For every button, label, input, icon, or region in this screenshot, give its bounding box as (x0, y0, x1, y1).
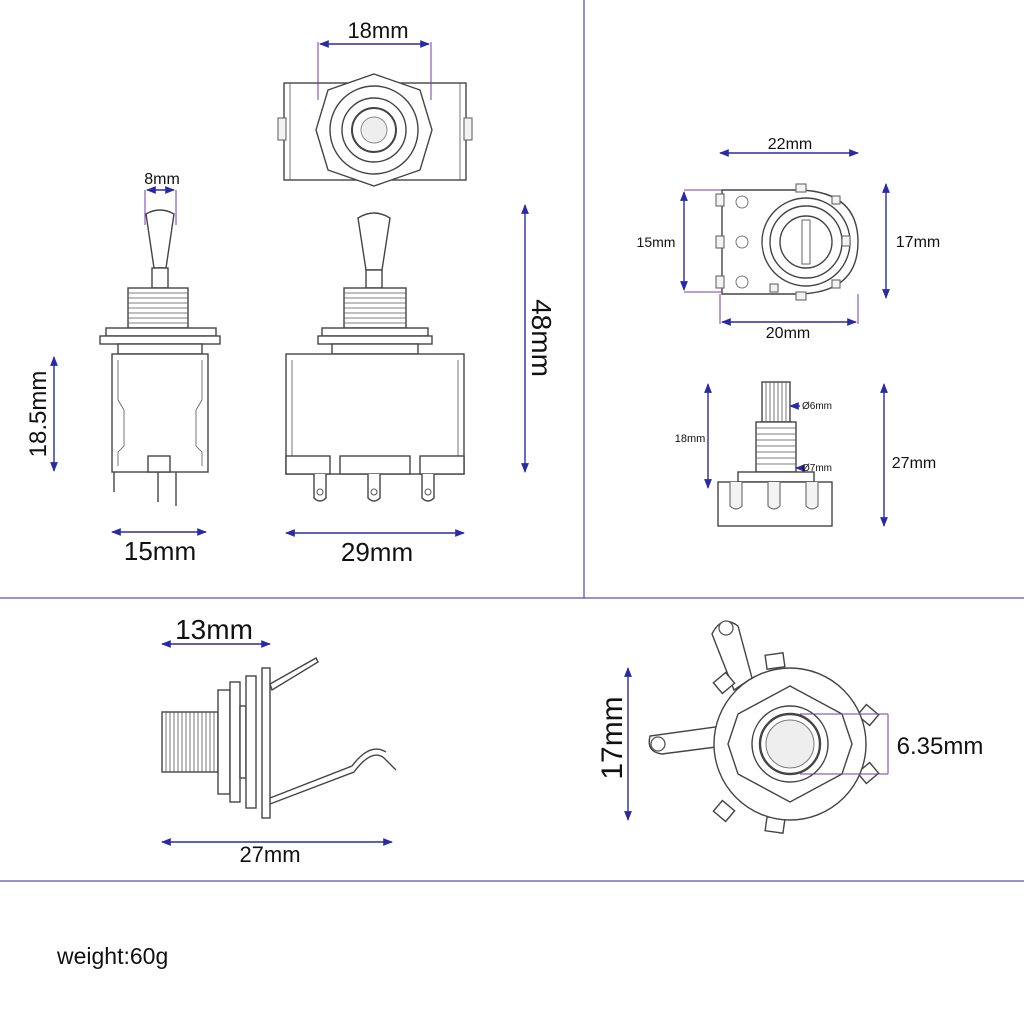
pot-shaft-diameter-label: Ø6mm (802, 401, 832, 412)
toggle-lever-width-label: 8mm (144, 171, 180, 188)
pot-top-view (680, 149, 890, 326)
toggle-front-width-label: 29mm (341, 537, 413, 567)
pot-top-width-label: 22mm (768, 136, 812, 153)
jack-thread-length-label: 13mm (175, 614, 253, 645)
toggle-total-height-label: 48mm (526, 299, 557, 377)
weight-label: weight:60g (56, 943, 168, 969)
pot-shaft-height-label: 18mm (675, 433, 706, 445)
jack-total-length-label: 27mm (239, 842, 300, 867)
pot-side-view (704, 381, 888, 527)
pot-total-height-label: 27mm (892, 455, 936, 472)
toggle-top-view (277, 40, 473, 187)
toggle-side-width-label: 15mm (124, 536, 196, 566)
toggle-side-view (50, 186, 221, 536)
toggle-front-view (285, 204, 529, 537)
toggle-top-width-label: 18mm (347, 18, 408, 43)
jack-front-view (624, 620, 889, 834)
pot-thread-diameter-label: Ø7mm (802, 463, 832, 474)
pot-height-right-label: 17mm (896, 234, 940, 251)
pot-bottom-width-label: 20mm (766, 325, 810, 342)
jack-side-view (161, 640, 397, 846)
toggle-body-height-label: 18.5mm (25, 371, 52, 458)
jack-plug-diameter-label: 6.35mm (897, 733, 984, 760)
pot-height-left-label: 15mm (637, 234, 676, 250)
jack-height-label: 17mm (596, 696, 629, 779)
